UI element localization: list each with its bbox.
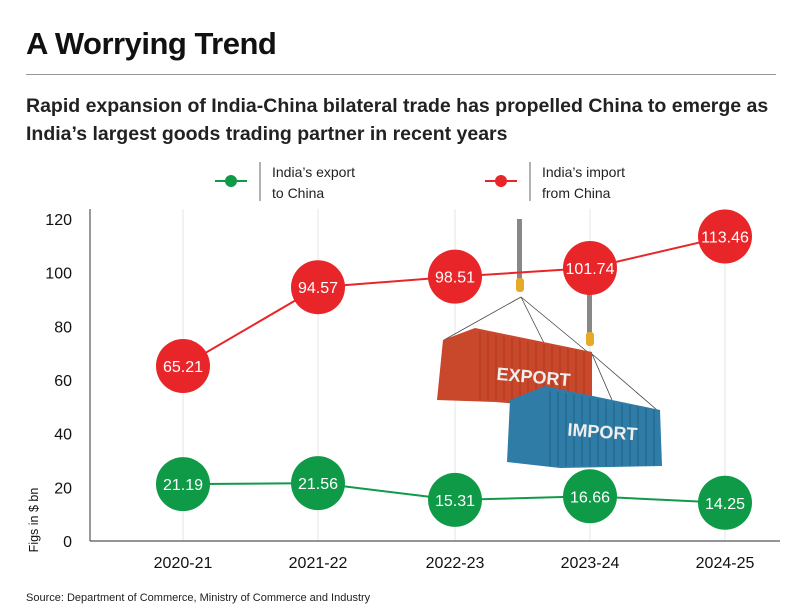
y-tick-label: 120 — [45, 212, 72, 229]
crane-cable — [587, 290, 592, 334]
data-label: 98.51 — [435, 270, 475, 287]
data-label: 16.66 — [570, 489, 610, 506]
data-point — [291, 456, 345, 511]
source-note: Source: Department of Commerce, Ministry… — [26, 592, 371, 604]
data-label: 21.56 — [298, 476, 338, 493]
data-label: 14.25 — [705, 496, 745, 513]
legend-marker — [225, 175, 237, 187]
x-tick-label: 2024-25 — [696, 555, 755, 572]
data-label: 65.21 — [163, 359, 203, 376]
rigging-rope — [520, 296, 591, 355]
import-label: IMPORT — [567, 420, 638, 445]
title-divider — [26, 74, 776, 75]
data-point — [156, 457, 210, 512]
legend-label: India’s import — [542, 164, 625, 180]
rigging-rope — [591, 353, 613, 401]
data-label: 21.19 — [163, 477, 203, 494]
rigging-rope — [520, 296, 546, 346]
crane-hook — [586, 332, 594, 346]
data-point — [156, 339, 210, 394]
y-tick-label: 80 — [54, 319, 72, 336]
data-point — [563, 469, 617, 524]
crane-cable — [517, 219, 522, 281]
data-label: 113.46 — [701, 230, 749, 247]
y-tick-label: 20 — [54, 480, 72, 497]
rigging-rope — [443, 296, 522, 341]
legend-marker — [495, 175, 507, 187]
x-tick-label: 2021-22 — [289, 555, 348, 572]
subtitle: Rapid expansion of India-China bilateral… — [26, 95, 769, 145]
data-point — [428, 472, 482, 527]
data-point — [428, 249, 482, 304]
legend-label: from China — [542, 185, 611, 201]
data-label: 15.31 — [435, 493, 475, 510]
data-point — [291, 260, 345, 315]
legend-label: to China — [272, 185, 324, 201]
y-tick-label: 0 — [63, 534, 72, 551]
x-tick-label: 2020-21 — [154, 555, 213, 572]
y-tick-label: 60 — [54, 373, 72, 390]
x-tick-label: 2023-24 — [561, 555, 620, 572]
page-title: A Worrying Trend — [26, 26, 277, 61]
y-axis-label: Figs in $ bn — [27, 488, 41, 553]
data-point — [698, 209, 752, 264]
x-tick-label: 2022-23 — [426, 555, 485, 572]
y-tick-label: 100 — [45, 266, 72, 283]
crane-hook — [516, 278, 524, 292]
legend-label: India’s export — [272, 164, 355, 180]
import-container — [507, 386, 662, 468]
data-point — [698, 475, 752, 530]
data-label: 94.57 — [298, 280, 338, 297]
data-label: 101.74 — [566, 261, 615, 278]
rigging-rope — [591, 353, 658, 411]
data-point — [563, 240, 617, 295]
y-tick-label: 40 — [54, 427, 72, 444]
